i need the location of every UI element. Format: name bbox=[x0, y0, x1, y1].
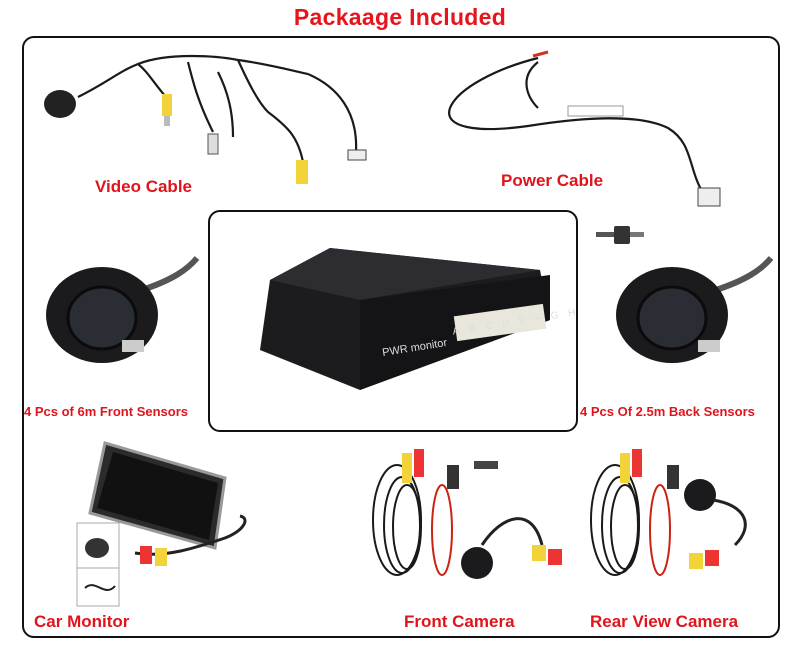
page-title: Packaage Included bbox=[293, 4, 507, 30]
front-camera-image bbox=[372, 449, 562, 579]
port-letter: G bbox=[549, 310, 560, 323]
port-letter: H bbox=[567, 307, 577, 320]
back-sensor-image bbox=[616, 256, 774, 363]
car-monitor-image bbox=[76, 441, 247, 607]
front-sensors-label: 4 Pcs of 6m Front Sensors bbox=[24, 404, 188, 419]
port-letter: A bbox=[451, 325, 461, 338]
port-letter: F bbox=[534, 312, 543, 325]
control-unit-image bbox=[260, 248, 550, 390]
port-letter: E bbox=[518, 315, 527, 328]
video-cable-image bbox=[44, 54, 367, 184]
drill-bit-image bbox=[596, 226, 644, 244]
port-letter: D bbox=[501, 317, 511, 330]
front-camera-label: Front Camera bbox=[404, 612, 515, 631]
rear-camera-image bbox=[590, 449, 747, 576]
port-letter: B bbox=[468, 323, 477, 336]
video-cable-label: Video Cable bbox=[95, 177, 192, 196]
port-letter: C bbox=[484, 320, 494, 333]
back-sensors-label: 4 Pcs Of 2.5m Back Sensors bbox=[580, 404, 755, 419]
power-cable-label: Power Cable bbox=[501, 171, 604, 190]
rear-camera-label: Rear View Camera bbox=[590, 612, 739, 631]
front-sensor-image bbox=[46, 256, 200, 363]
power-cable-image bbox=[448, 50, 721, 207]
car-monitor-label: Car Monitor bbox=[34, 612, 130, 631]
